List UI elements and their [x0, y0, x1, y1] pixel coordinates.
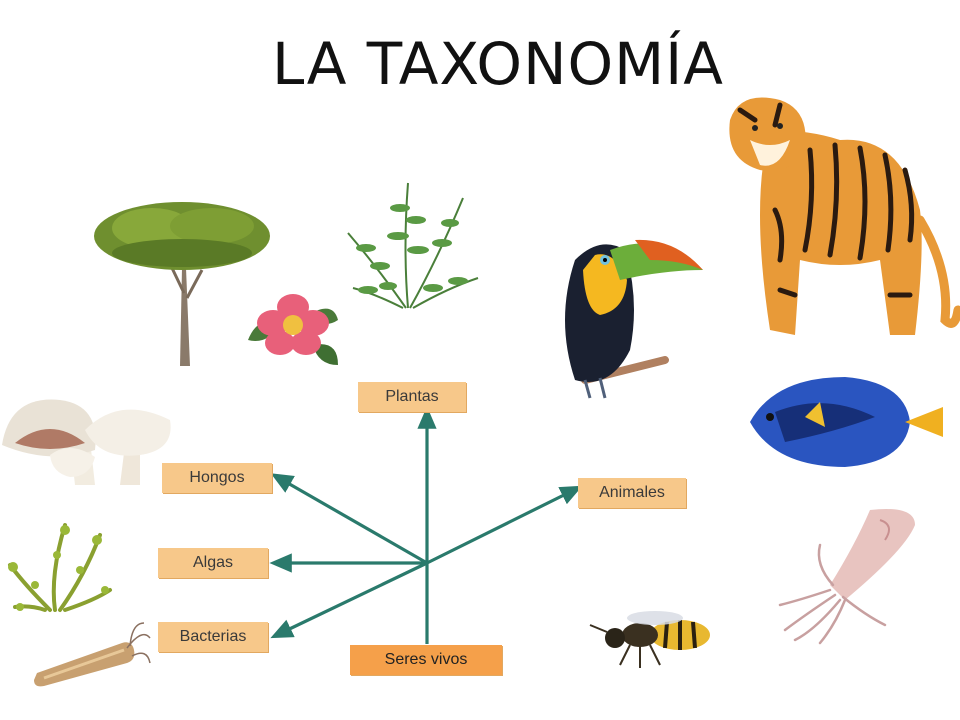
squid-illustration — [778, 509, 915, 645]
wasp-illustration — [589, 611, 710, 668]
label-seres-vivos: Seres vivos — [350, 645, 502, 675]
connector-bacterias — [270, 561, 428, 639]
blue-tang-fish-illustration — [750, 377, 943, 467]
label-bacterias: Bacterias — [158, 622, 268, 652]
slide-title: LA TAXONOMÍA — [272, 30, 724, 98]
moss-illustration — [8, 523, 112, 612]
flower-illustration — [248, 294, 338, 365]
label-plantas: Plantas — [358, 382, 466, 412]
mushrooms-illustration — [2, 399, 171, 485]
label-hongos: Hongos — [162, 463, 272, 493]
label-algas: Algas — [158, 548, 268, 578]
bacteria-illustration — [34, 622, 151, 687]
connector-animales — [426, 485, 583, 565]
toucan-illustration — [565, 239, 703, 399]
label-animales: Animales — [578, 478, 686, 508]
connector-hongos — [270, 473, 428, 565]
fern-illustration — [347, 182, 479, 309]
tiger-illustration — [729, 97, 960, 335]
tree-illustration — [94, 202, 270, 366]
